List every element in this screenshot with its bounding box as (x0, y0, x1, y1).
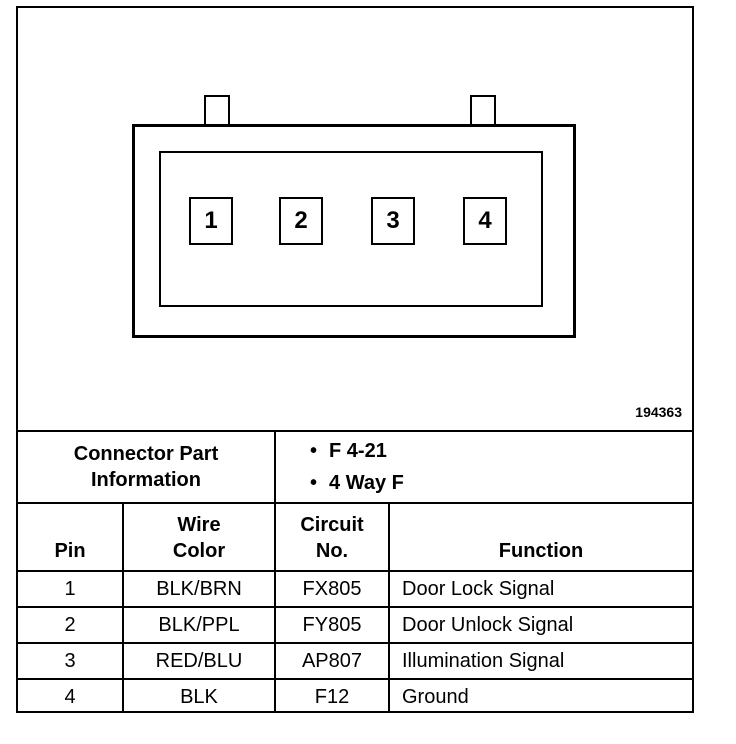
part-info-list: F 4-21 4 Way F (273, 430, 692, 504)
cell-function: Illumination Signal (387, 642, 692, 680)
table-row: 3 RED/BLU AP807 Illumination Signal (18, 642, 692, 680)
cell-pin: 2 (18, 606, 124, 644)
table-row: 2 BLK/PPL FY805 Door Unlock Signal (18, 606, 692, 644)
header-circuit-no: Circuit No. (274, 502, 390, 572)
cell-wire-color: BLK (122, 678, 276, 711)
cell-function: Ground (387, 678, 692, 711)
connector-latch-right (470, 95, 496, 125)
cell-circuit: FY805 (274, 606, 390, 644)
connector-drawing: 1 2 3 4 194363 (18, 8, 692, 430)
cell-circuit: AP807 (274, 642, 390, 680)
cell-wire-color: BLK/BRN (122, 570, 276, 608)
part-info-label: Connector Part Information (18, 430, 276, 504)
pin-cavity-4: 4 (463, 197, 507, 245)
table-row: 4 BLK F12 Ground (18, 678, 692, 711)
part-info-row: Connector Part Information F 4-21 4 Way … (18, 430, 692, 504)
cell-function: Door Lock Signal (387, 570, 692, 608)
connector-cavity: 1 2 3 4 (159, 151, 543, 307)
cell-function: Door Unlock Signal (387, 606, 692, 644)
pin-cavity-1: 1 (189, 197, 233, 245)
connector-latch-left (204, 95, 230, 125)
figure-id: 194363 (635, 404, 682, 420)
cell-pin: 4 (18, 678, 124, 711)
cell-pin: 3 (18, 642, 124, 680)
table-header-row: Pin Wire Color Circuit No. Function (18, 502, 692, 572)
header-pin: Pin (18, 502, 124, 572)
table-row: 1 BLK/BRN FX805 Door Lock Signal (18, 570, 692, 608)
cell-pin: 1 (18, 570, 124, 608)
pin-cavity-3: 3 (371, 197, 415, 245)
pinout-table: Connector Part Information F 4-21 4 Way … (18, 430, 692, 711)
connector-housing: 1 2 3 4 (132, 124, 576, 338)
connector-diagram-frame: 1 2 3 4 194363 Connector Part Informatio… (16, 6, 694, 713)
cell-circuit: FX805 (274, 570, 390, 608)
header-function: Function (387, 502, 692, 572)
cell-wire-color: RED/BLU (122, 642, 276, 680)
part-info-item: F 4-21 (310, 435, 686, 467)
header-wire-color: Wire Color (122, 502, 276, 572)
cell-wire-color: BLK/PPL (122, 606, 276, 644)
part-info-item: 4 Way F (310, 467, 686, 499)
pin-cavity-2: 2 (279, 197, 323, 245)
cell-circuit: F12 (274, 678, 390, 711)
